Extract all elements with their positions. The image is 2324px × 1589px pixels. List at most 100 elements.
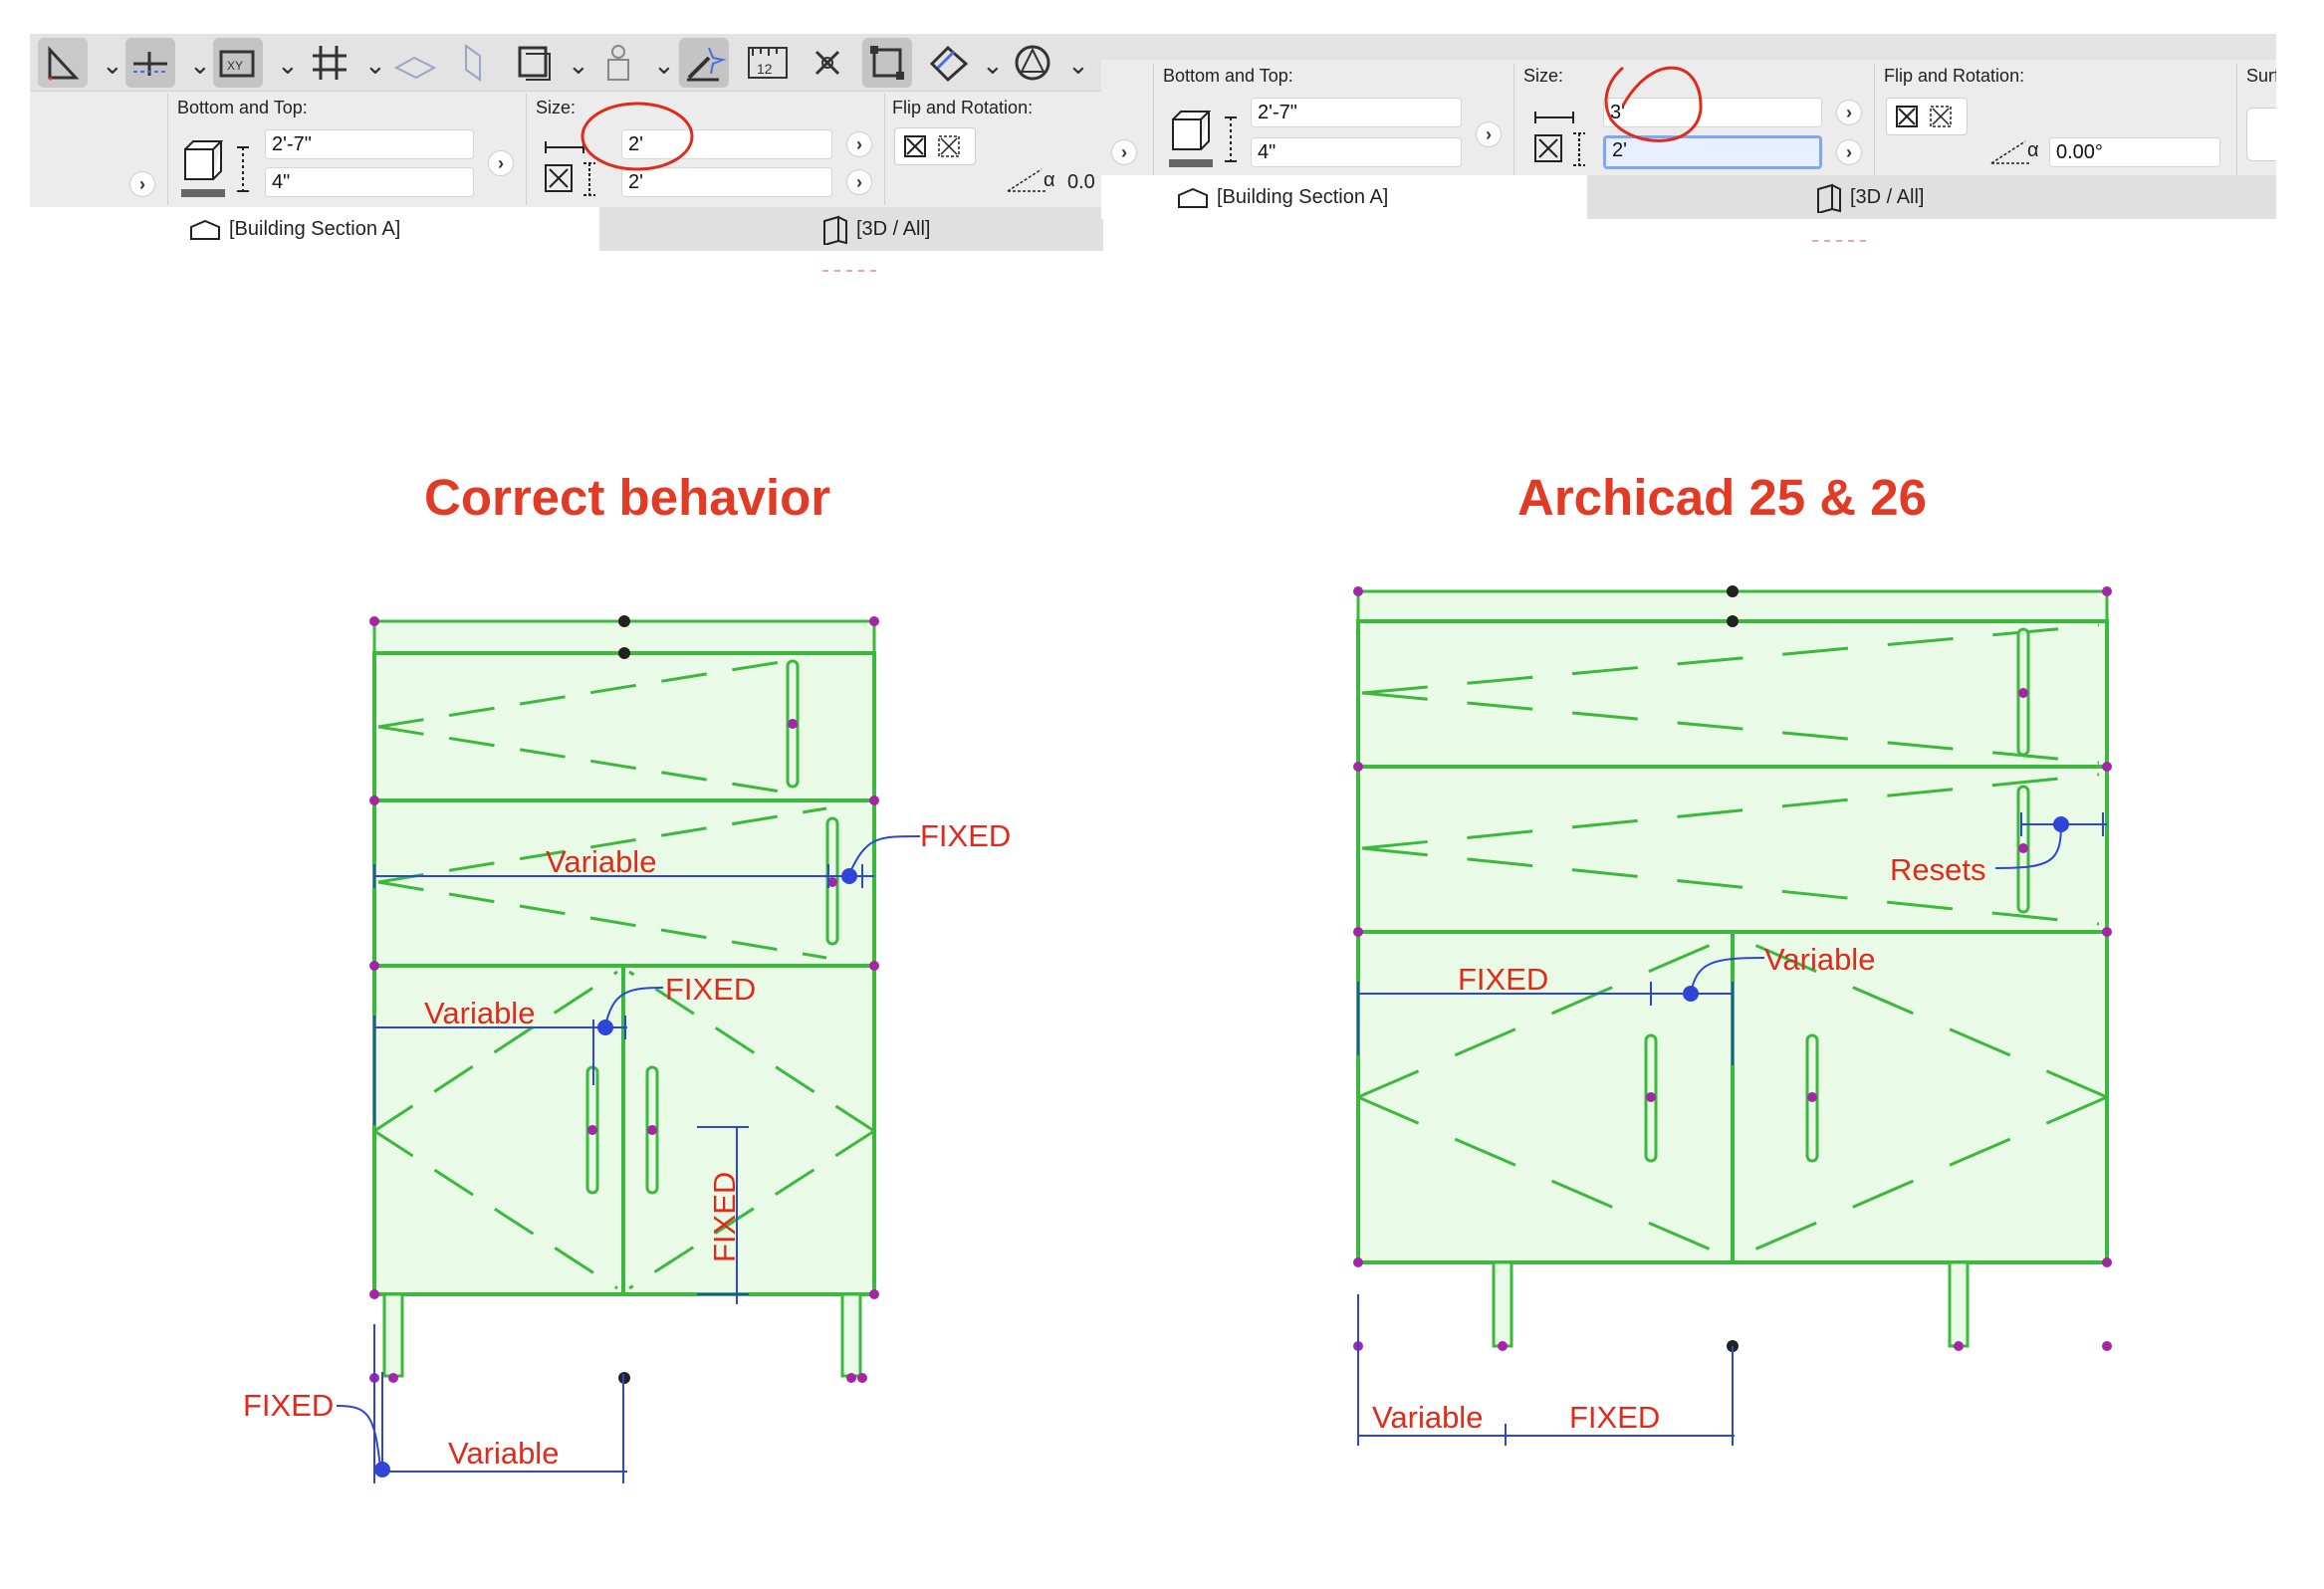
section-icon [190, 219, 220, 240]
size-label: Size: [536, 98, 577, 117]
expand-button[interactable]: › [1111, 139, 1137, 165]
bottom-top-field-1[interactable]: 2'-7" [1251, 98, 1462, 127]
angle-symbol: α [1044, 169, 1055, 191]
resets-label: Resets [1890, 852, 1985, 887]
variable-label-1: Variable [546, 844, 656, 879]
size-depth-arrow[interactable]: › [846, 169, 872, 195]
highlight-circle-left [581, 102, 694, 171]
correct-behavior-diagram: Variable FIXED Variable FIXED FIXED FIXE… [243, 615, 1011, 1483]
section-icon [1178, 187, 1208, 208]
size-depth-field[interactable]: 2' [1603, 135, 1822, 169]
bottom-top-field-1[interactable]: 2'-7" [265, 129, 474, 159]
box-icon [518, 46, 551, 81]
size-depth-arrow[interactable]: › [1836, 139, 1862, 165]
fixed-leg-label: FIXED [243, 1388, 334, 1423]
magic-wand-icon [687, 47, 727, 82]
rotation-field[interactable]: 0.00° [2049, 137, 2220, 167]
flip-icon [904, 135, 960, 157]
coordinates-button[interactable]: XY [213, 38, 263, 88]
plane-button[interactable] [390, 38, 440, 88]
chevron-down-icon[interactable]: ⌄ [364, 50, 386, 80]
fixed-label-2: FIXED [665, 972, 756, 1007]
rotation-angle-icon [1990, 140, 2029, 164]
size-icon [1534, 112, 1585, 166]
archicad-title: Archicad 25 & 26 [1517, 469, 1928, 526]
rotation-value[interactable]: 0.0 [1067, 171, 1095, 193]
highlight-circle-right [1604, 66, 1703, 142]
chevron-down-icon[interactable]: ⌄ [277, 50, 299, 80]
ruler-icon: 12 [748, 47, 788, 79]
plane-icon [393, 56, 437, 80]
3d-view-icon [823, 215, 847, 245]
variable-leg-label: Variable [1372, 1400, 1483, 1435]
figure-button[interactable] [593, 38, 643, 88]
selection-icon [870, 46, 904, 80]
rotate-3d-icon [929, 45, 969, 83]
chevron-down-icon[interactable]: ⌄ [982, 50, 1004, 80]
grid-snap-icon [313, 46, 347, 80]
tab-3d-all[interactable]: [3D / All] [599, 207, 1103, 251]
flip-icon [1896, 106, 1952, 127]
chevron-down-icon[interactable]: ⌄ [653, 50, 675, 80]
chevron-down-icon[interactable]: ⌄ [189, 50, 211, 80]
tab-building-section[interactable]: [Building Section A] [30, 207, 599, 251]
size-width-field[interactable]: 2' [621, 129, 832, 159]
archicad-diagram: Resets FIXED Variable Variable FIXED [1353, 585, 2112, 1446]
tab-3d-all[interactable]: [3D / All] [1587, 175, 2276, 219]
svg-text:XY: XY [227, 59, 243, 73]
angle-icon [48, 46, 80, 82]
size-depth-field[interactable]: 2' [621, 167, 832, 197]
correct-behavior-title: Correct behavior [424, 469, 831, 526]
chevron-down-icon[interactable]: ⌄ [102, 50, 123, 80]
flip-buttons[interactable] [894, 127, 976, 165]
fixed-label-1: FIXED [920, 818, 1011, 853]
fixed-door-label: FIXED [1458, 962, 1548, 997]
tab-building-section[interactable]: [Building Section A] [1101, 175, 1587, 219]
variable-label-2: Variable [424, 996, 535, 1030]
selection-button[interactable] [862, 38, 912, 88]
wall-button[interactable] [448, 38, 498, 88]
size-width-arrow[interactable]: › [1836, 100, 1862, 125]
flip-rotation-label: Flip and Rotation: [892, 98, 1034, 117]
left-toolbar: ⌄ ⌄ XY ⌄ ⌄ ⌄ ⌄ 12 [30, 34, 1103, 92]
guide-line-icon [133, 52, 167, 76]
guide-line-button[interactable] [125, 38, 175, 88]
magic-wand-button[interactable] [679, 38, 729, 88]
fixed-vertical-label: FIXED [707, 1172, 742, 1262]
box-button[interactable] [510, 38, 560, 88]
scissors-icon [814, 50, 840, 76]
bottom-top-label: Bottom and Top: [177, 98, 308, 117]
size-width-field[interactable]: 3' [1603, 98, 1822, 127]
surface-button[interactable] [2246, 108, 2276, 161]
bottom-top-field-2[interactable]: 4" [265, 167, 474, 197]
left-info-box: ⌄ ⌄ XY ⌄ ⌄ ⌄ ⌄ 12 [30, 34, 1103, 251]
variable-door-label: Variable [1764, 942, 1875, 977]
size-width-arrow[interactable]: › [846, 131, 872, 157]
ruler-button[interactable]: 12 [743, 38, 793, 88]
bottom-top-field-2[interactable]: 4" [1251, 137, 1462, 167]
angle-tool-button[interactable] [38, 38, 88, 88]
svg-text:12: 12 [757, 61, 773, 77]
rotation-angle-icon [1007, 168, 1046, 192]
bottom-top-arrow[interactable]: › [1476, 121, 1502, 147]
expand-button[interactable]: › [129, 171, 155, 197]
chevron-down-icon[interactable]: ⌄ [568, 50, 589, 80]
bottom-top-label: Bottom and Top: [1163, 66, 1293, 86]
shape-button[interactable] [1008, 38, 1057, 88]
right-info-box: › Bottom and Top: 2'-7" 4" › Size: 3' 2'… [1101, 34, 2276, 219]
chevron-down-icon[interactable]: ⌄ [1067, 50, 1089, 80]
rotate-3d-button[interactable] [924, 38, 974, 88]
3d-view-icon [1817, 183, 1841, 213]
surface-label: Surfa [2246, 66, 2276, 86]
annotation-overlay [581, 66, 1866, 272]
figure-icon [607, 45, 629, 81]
grid-snap-button[interactable] [305, 38, 354, 88]
flip-buttons[interactable] [1886, 98, 1968, 135]
bottom-top-arrow[interactable]: › [488, 150, 514, 176]
scissors-button[interactable] [803, 38, 852, 88]
variable-leg-label: Variable [448, 1436, 559, 1471]
coordinates-icon: XY [219, 50, 255, 78]
fixed-leg-label: FIXED [1569, 1400, 1660, 1435]
shape-icon [1015, 45, 1050, 81]
